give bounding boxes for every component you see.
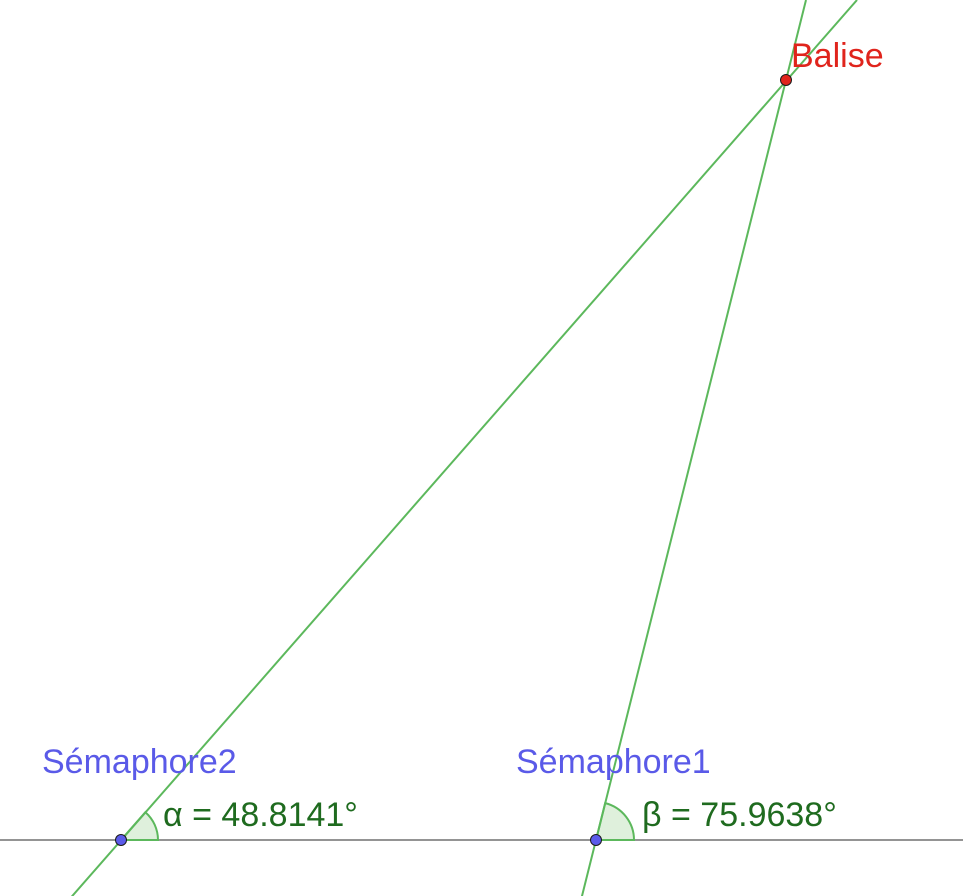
label-angle-alpha: α = 48.8141° — [163, 796, 358, 834]
point-semaphore1[interactable] — [590, 834, 602, 846]
line-semaphore1-balise[interactable] — [580, 0, 807, 896]
label-semaphore2: Sémaphore2 — [42, 743, 237, 781]
label-semaphore1: Sémaphore1 — [516, 743, 711, 781]
label-balise: Balise — [791, 37, 884, 75]
label-angle-beta: β = 75.9638° — [642, 796, 837, 834]
point-semaphore2[interactable] — [115, 834, 127, 846]
line-semaphore2-balise[interactable] — [60, 0, 858, 896]
angle-beta-sector[interactable] — [594, 801, 636, 841]
point-balise[interactable] — [780, 74, 792, 86]
